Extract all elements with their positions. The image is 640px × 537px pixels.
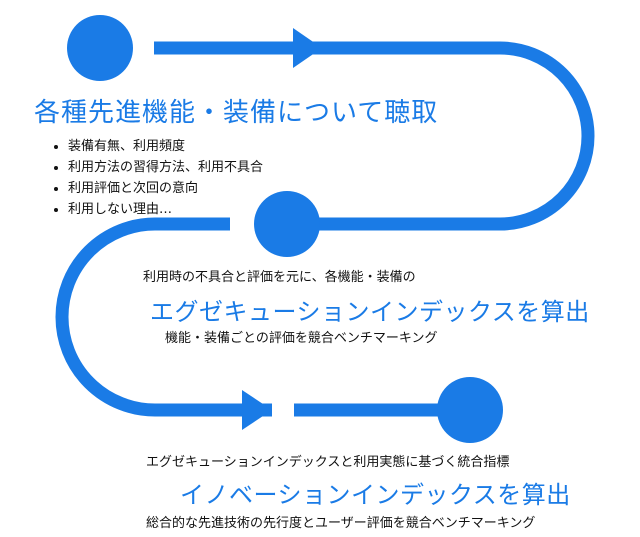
step3-title: イノベーションインデックスを算出 [180, 481, 571, 509]
flow-path [55, 41, 595, 417]
step2-lead: 利用時の不具合と評価を元に、各機能・装備の [143, 270, 416, 285]
step3-lead: エグゼキューションインデックスと利用実態に基づく統合指標 [146, 455, 510, 470]
list-item: 利用しない理由… [68, 199, 263, 220]
list-item: 利用評価と次回の意向 [68, 178, 263, 199]
step2-sub: 機能・装備ごとの評価を競合ベンチマーキング [165, 331, 438, 346]
step1-bullet-list: 装備有無、利用頻度 利用方法の習得方法、利用不具合 利用評価と次回の意向 利用し… [54, 136, 263, 220]
step3-sub: 総合的な先進技術の先行度とユーザー評価を競合ベンチマーキング [146, 516, 536, 531]
step2-title: エグゼキューションインデックスを算出 [150, 298, 590, 326]
step1-title: 各種先進機能・装備について聴取 [34, 98, 439, 128]
arrow-right-icon [293, 28, 322, 68]
list-item: 利用方法の習得方法、利用不具合 [68, 157, 263, 178]
list-item: 装備有無、利用頻度 [68, 136, 263, 157]
stage-3-circle [437, 377, 503, 443]
stage-1-circle [67, 15, 133, 81]
stage-2-circle [254, 191, 320, 257]
arrow-right-icon [242, 390, 272, 430]
